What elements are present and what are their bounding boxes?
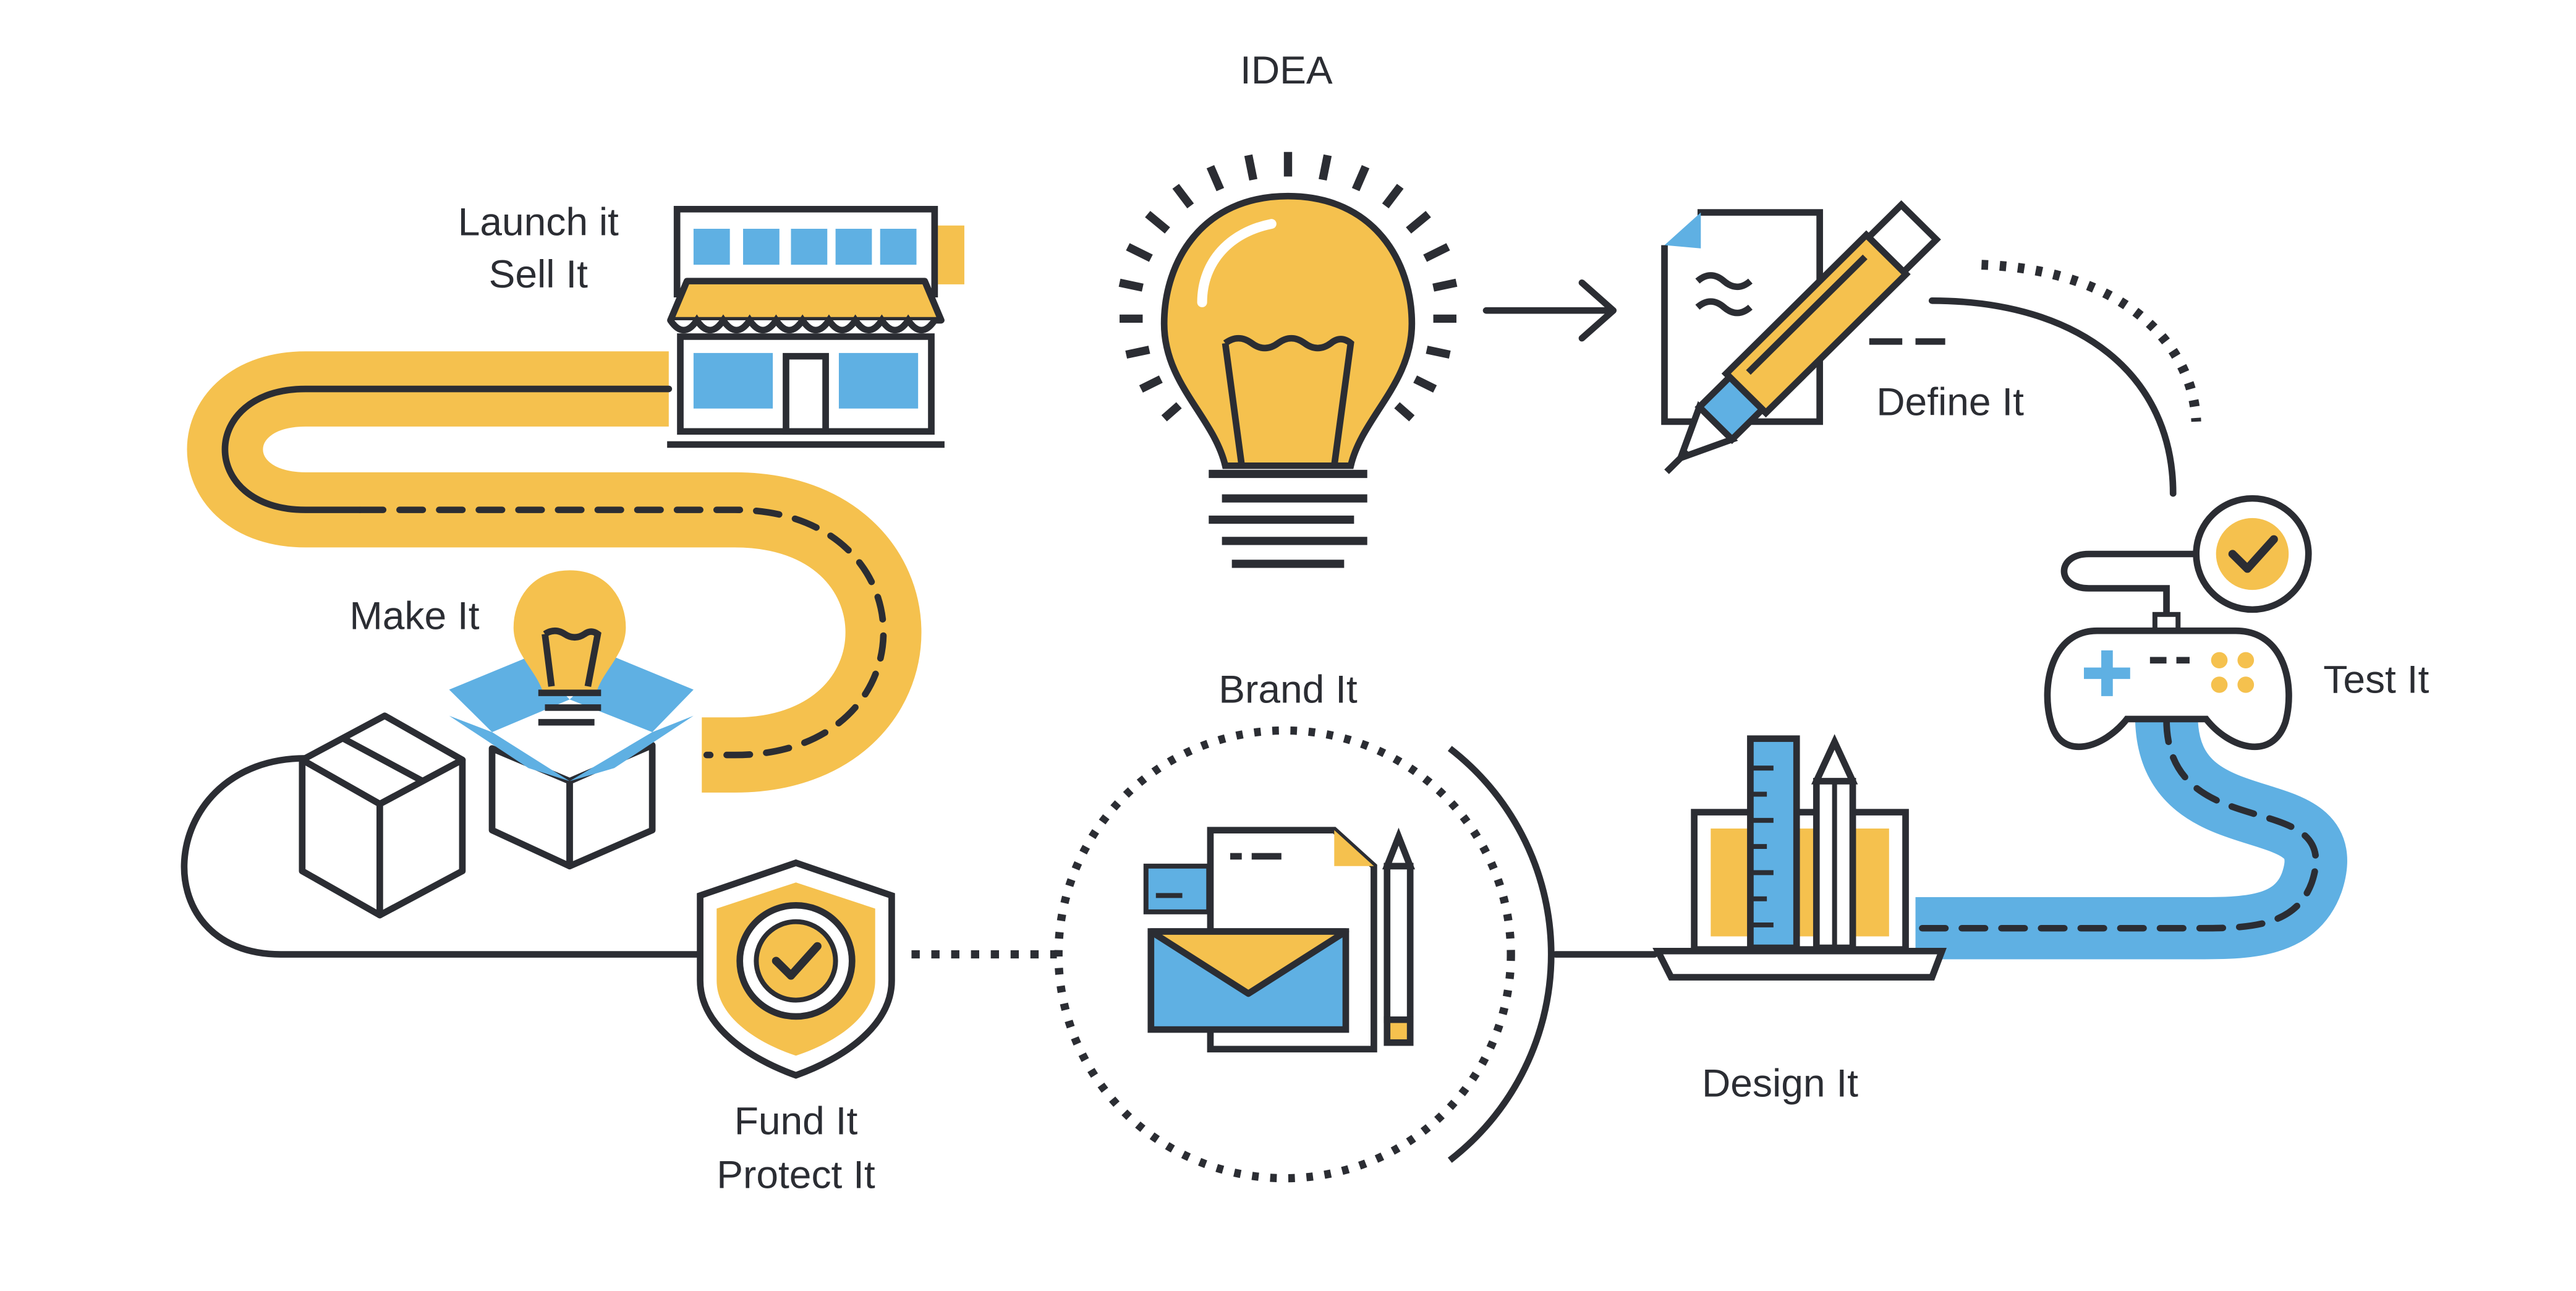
closed-box [299,712,466,919]
label-brand: Brand It [1218,667,1358,712]
gamepad-buttons [2211,652,2255,693]
gamepad-dpad [2083,650,2130,696]
open-box [449,657,694,870]
store-window-right [838,352,919,409]
label-fund-line2: Protect It [716,1153,875,1197]
label-launch-line1: Launch it [458,200,619,244]
bulb-glass [1160,192,1416,469]
laptop-base [1652,947,1947,981]
box-flap-front-left [449,715,570,782]
shield-check-mark-icon [772,942,822,980]
store-awning-scallop [668,314,938,333]
blue-road-dash [1912,715,2319,932]
check-circle-inner [2216,518,2289,590]
label-idea: IDEA [1240,48,1333,92]
yellow-road-edge [221,385,673,513]
left-loop-line [181,755,702,958]
document-scribble [1695,272,1753,317]
ruler-ticks [1750,765,1774,927]
store-door [783,352,829,435]
brand-pencil-eraser [1384,1016,1414,1046]
bulb-rays [1118,151,1458,422]
brand-dotted-circle [1054,726,1515,1183]
brand-card [1143,863,1212,914]
gamepad-check-icon [2044,495,2312,750]
document-outline [1661,209,1823,425]
box-flap-front-right [569,715,694,782]
label-launch-line2: Sell It [489,252,589,296]
bulb-highlight [1197,219,1277,307]
laptop-ruler-pencil-icon [1652,734,1947,981]
store-windows [693,229,917,265]
define-test-dotted-arc [1981,260,2201,422]
bulb-base [1209,469,1367,568]
brand-pencil-body [1384,863,1414,1023]
light-bulb-icon [1118,151,1458,568]
brand-document-fold [1334,830,1374,866]
arrow-head-icon [1578,279,1617,342]
store-sign [938,225,964,284]
envelope-document-icon [1143,827,1415,1053]
label-test: Test It [2323,657,2429,702]
brand-outer-arc [1447,746,1555,1163]
gamepad-cable [2060,550,2196,618]
envelope-flap [1147,928,1350,997]
label-fund-line1: Fund It [734,1099,858,1143]
shield-circle-inner [754,919,838,1003]
brand-circle [1054,726,1555,1183]
roads [181,260,2347,960]
small-bulb-base [538,689,601,726]
store-window-left [693,352,773,409]
bulb-filament [1222,334,1354,466]
small-bulb-filament [542,627,601,688]
document-corner [1664,212,1701,249]
store-awning [667,278,945,324]
label-design: Design It [1702,1061,1858,1106]
define-test-arc [1928,297,2177,497]
ruler [1747,735,1800,952]
pen [1664,200,1941,474]
labels: IDEA Launch it Sell It Define It Make It… [349,48,2429,1196]
check-mark-icon [2228,535,2278,573]
document-pen-icon [1661,200,1945,474]
shield-check-icon [697,859,895,1079]
open-box-bulb-icon [299,570,694,919]
design-pencil-tip [1811,734,1858,785]
label-define: Define It [1876,380,2024,424]
brand-pencil-tip [1382,827,1415,870]
storefront-icon [667,206,964,448]
label-make: Make It [349,594,479,638]
yellow-road-dash [356,506,887,759]
